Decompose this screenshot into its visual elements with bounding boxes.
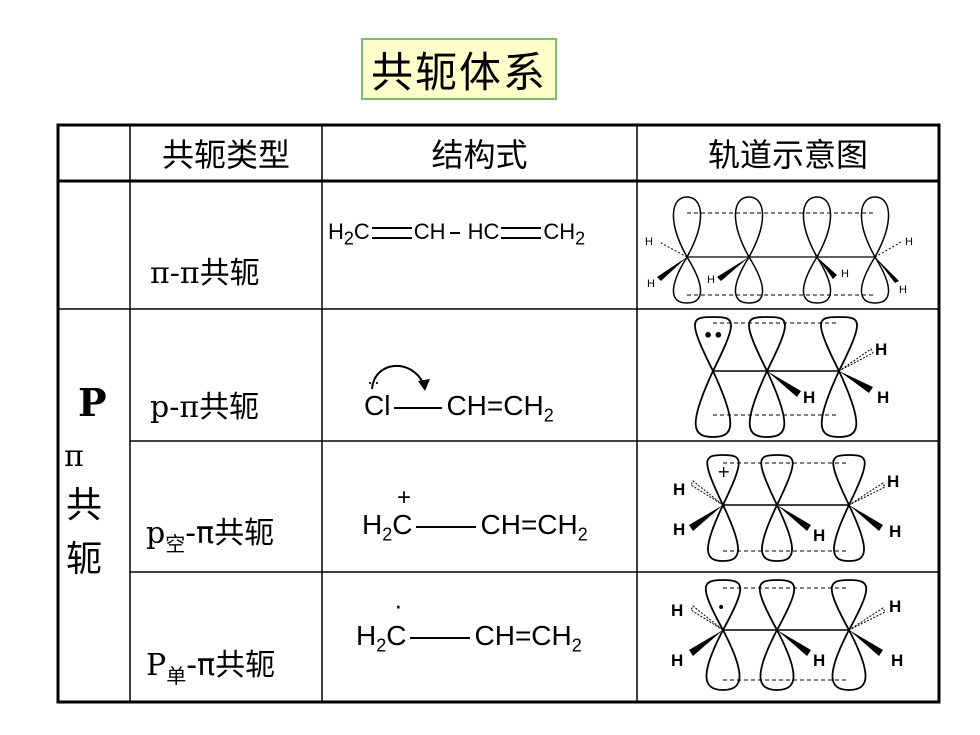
- row2-formula: Cl CH=CH2: [364, 390, 554, 427]
- orb-h-label: H: [877, 388, 889, 407]
- orbital-diagram-p-pi: •• H H H: [694, 316, 889, 438]
- group-p-label: P: [78, 380, 107, 425]
- orb-h-label: H: [887, 472, 899, 491]
- header-type: 共轭类型: [161, 136, 290, 174]
- orb-h-label: H: [905, 236, 913, 248]
- double-bond: [501, 227, 542, 240]
- row3-type: p空-π共轭: [146, 508, 275, 556]
- orb-h-label: H: [671, 651, 683, 670]
- electron-push-arrow: [371, 365, 430, 391]
- single-bond: [410, 636, 471, 639]
- row1-f-c: CH: [413, 219, 446, 244]
- row4-radical-dot: ·: [394, 590, 403, 620]
- row3-type-prefix: p: [146, 516, 166, 551]
- orb-h-label: H: [673, 480, 685, 499]
- row4-f-a: H: [356, 620, 377, 651]
- group-pi-label: π: [64, 439, 84, 474]
- group-char-1: 共: [66, 485, 103, 526]
- row2-lone-pair: ··: [367, 372, 381, 392]
- row4-type-prefix: P: [146, 648, 167, 683]
- row4-type-suffix: -π共轭: [186, 648, 276, 683]
- orb-h-label: H: [673, 520, 685, 539]
- orb-h-label: H: [875, 340, 887, 359]
- row1-f-a: H: [328, 219, 344, 244]
- row1-type-suffix: 共轭: [199, 256, 260, 291]
- orb-h-label: H: [707, 274, 715, 286]
- orb-h-label: H: [889, 597, 901, 616]
- orbital-diagram-p-single-pi: • H H H H H: [671, 579, 903, 691]
- orbital-diagram-pi-pi: H H H H H H: [645, 196, 913, 304]
- group-label: P π 共 轭: [60, 380, 130, 582]
- row1-type-prefix: π-π: [150, 256, 200, 291]
- row2-f-a: Cl: [364, 390, 391, 421]
- single-bond: [394, 406, 443, 409]
- row1-f-d: HC: [467, 219, 500, 244]
- orb-lone-pair: ••: [703, 326, 723, 345]
- orb-h-label: H: [813, 651, 825, 670]
- row4-type-sub: 单: [166, 664, 187, 688]
- orbital-diagram-p-empty-pi: + H H H H H: [673, 454, 901, 562]
- single-bond: [416, 525, 477, 528]
- page-title: 共轭体系: [361, 38, 557, 100]
- row4-type: P单-π共轭: [146, 640, 276, 688]
- row3-f-a-sub: 2: [382, 524, 393, 545]
- row3-f-b: C: [392, 509, 413, 540]
- orb-h-label: H: [647, 278, 655, 290]
- row3-charge: +: [397, 484, 412, 511]
- row2-f-b: CH: [446, 390, 487, 421]
- orb-h-label: H: [645, 236, 653, 248]
- row2-type-prefix: p-π: [150, 390, 200, 425]
- orb-h-label: H: [889, 522, 901, 541]
- row4-f-d: =CH: [514, 620, 572, 651]
- row4-f-b: C: [386, 620, 407, 651]
- orb-plus: +: [717, 462, 730, 481]
- orb-h-label: H: [891, 651, 903, 670]
- row2-type: p-π共轭: [150, 382, 259, 426]
- row3-f-c: CH: [480, 509, 521, 540]
- row4-f-d-sub: 2: [571, 635, 582, 656]
- row1-type: π-π共轭: [150, 248, 260, 292]
- row1-f-e: CH: [543, 219, 576, 244]
- group-char-2: 轭: [66, 539, 103, 580]
- orb-h-label: H: [671, 601, 683, 620]
- row4-f-c: CH: [474, 620, 515, 651]
- single-bond: [449, 232, 460, 235]
- header-structure: 结构式: [431, 136, 528, 174]
- orb-h-label: H: [803, 388, 815, 407]
- orb-radical-dot: •: [717, 600, 725, 616]
- orb-h-label: H: [841, 268, 849, 280]
- row2-f-c: =CH: [486, 390, 544, 421]
- row3-f-d-sub: 2: [577, 524, 588, 545]
- row1-f-e-sub: 2: [575, 228, 586, 249]
- row3-type-suffix: -π共轭: [185, 516, 275, 551]
- row2-f-c-sub: 2: [543, 405, 554, 426]
- orb-h-label: H: [899, 284, 907, 296]
- row3-f-a: H: [362, 509, 383, 540]
- header-orbital: 轨道示意图: [707, 136, 868, 174]
- row1-f-b: C: [353, 219, 370, 244]
- row3-type-sub: 空: [165, 532, 186, 556]
- orb-h-label: H: [813, 526, 825, 545]
- row3-f-d: =CH: [520, 509, 578, 540]
- row4-f-a-sub: 2: [376, 635, 387, 656]
- row1-f-a-sub: 2: [343, 228, 354, 249]
- row2-type-suffix: 共轭: [199, 390, 260, 425]
- double-bond: [371, 227, 412, 240]
